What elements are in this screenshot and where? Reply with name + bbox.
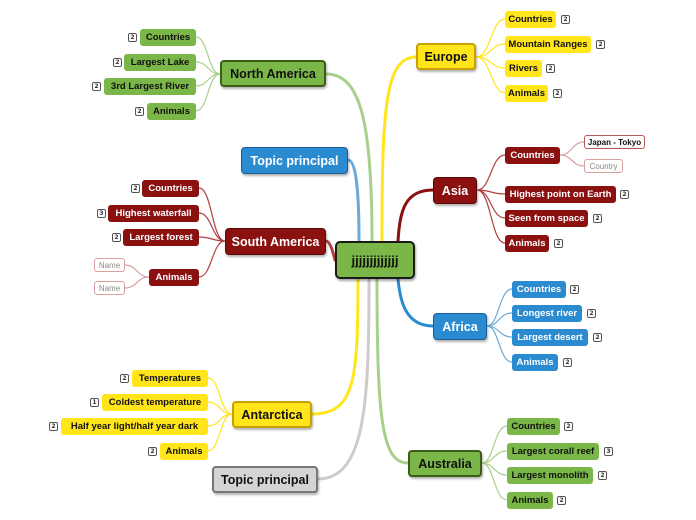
link-australia — [375, 277, 410, 465]
antarctica-temperatures[interactable]: Temperatures — [132, 370, 208, 387]
note-count-badge[interactable]: 2 — [620, 190, 629, 199]
link-antarctica — [310, 277, 360, 416]
note-count-badge[interactable]: 2 — [553, 89, 562, 98]
africa-longest-river[interactable]: Longest river — [512, 305, 582, 322]
europe-mountain-ranges[interactable]: Mountain Ranges — [505, 36, 591, 53]
topic-south-america[interactable]: South America — [225, 228, 326, 255]
africa-animals[interactable]: Animals — [512, 354, 558, 371]
note-count-badge[interactable]: 2 — [112, 233, 121, 242]
topic-asia[interactable]: Asia — [433, 177, 477, 204]
note-count-badge[interactable]: 2 — [131, 184, 140, 193]
asia-countries[interactable]: Countries — [505, 147, 560, 164]
europe-countries[interactable]: Countries — [505, 11, 556, 28]
europe-rivers[interactable]: Rivers — [505, 60, 542, 77]
north-america-largest-lake[interactable]: Largest Lake — [124, 54, 196, 71]
antarctica-animals[interactable]: Animals — [160, 443, 208, 460]
subs-antarctica — [207, 377, 233, 452]
subs-africa — [486, 288, 513, 363]
australia-largest-monolith[interactable]: Largest monolith — [507, 467, 593, 484]
link-europe — [380, 55, 418, 243]
note-count-badge[interactable]: 2 — [546, 64, 555, 73]
note-count-badge[interactable]: 2 — [598, 471, 607, 480]
asia-highest-point[interactable]: Highest point on Earth — [505, 186, 616, 203]
link-north-america — [324, 72, 374, 243]
link-africa — [396, 277, 435, 328]
note-count-badge[interactable]: 2 — [593, 214, 602, 223]
animal-name-placeholder[interactable]: Name — [94, 281, 125, 295]
south-america-animals[interactable]: Animals — [149, 269, 199, 286]
link-topic-blue — [346, 158, 361, 243]
note-count-badge[interactable]: 2 — [564, 422, 573, 431]
link-topic-gray — [316, 277, 371, 481]
link-asia — [396, 188, 435, 243]
topic-north-america[interactable]: North America — [220, 60, 326, 87]
note-count-badge[interactable]: 2 — [554, 239, 563, 248]
note-count-badge[interactable]: 2 — [557, 496, 566, 505]
note-count-badge[interactable]: 2 — [148, 447, 157, 456]
subs-europe — [475, 18, 506, 94]
subs-asia-countries — [559, 141, 585, 167]
asia-country-japan-tokyo[interactable]: Japan - Tokyo — [584, 135, 645, 149]
south-america-countries[interactable]: Countries — [142, 180, 199, 197]
north-america-countries[interactable]: Countries — [140, 29, 196, 46]
note-count-badge[interactable]: 2 — [92, 82, 101, 91]
central-topic[interactable]: jjjjjjjjjjjjj — [335, 241, 415, 279]
note-count-badge[interactable]: 2 — [135, 107, 144, 116]
note-count-badge[interactable]: 2 — [120, 374, 129, 383]
africa-largest-desert[interactable]: Largest desert — [512, 329, 588, 346]
north-america-third-largest-river[interactable]: 3rd Largest River — [104, 78, 196, 95]
note-count-badge[interactable]: 2 — [113, 58, 122, 67]
topic-antarctica[interactable]: Antarctica — [232, 401, 312, 428]
australia-animals[interactable]: Animals — [507, 492, 553, 509]
link-south-america — [324, 239, 337, 262]
subs-australia — [481, 425, 508, 501]
subs-south-america — [198, 187, 226, 278]
note-count-badge[interactable]: 2 — [561, 15, 570, 24]
note-count-badge[interactable]: 2 — [563, 358, 572, 367]
antarctica-coldest-temperature[interactable]: Coldest temperature — [102, 394, 208, 411]
topic-principal-gray[interactable]: Topic principal — [212, 466, 318, 493]
note-count-badge[interactable]: 2 — [49, 422, 58, 431]
north-america-animals[interactable]: Animals — [147, 103, 196, 120]
topic-europe[interactable]: Europe — [416, 43, 476, 70]
note-count-badge[interactable]: 2 — [596, 40, 605, 49]
subs-north-america — [195, 36, 221, 112]
note-count-badge[interactable]: 2 — [128, 33, 137, 42]
topic-africa[interactable]: Africa — [433, 313, 487, 340]
note-count-badge[interactable]: 2 — [593, 333, 602, 342]
europe-animals[interactable]: Animals — [505, 85, 548, 102]
subs-asia — [476, 154, 506, 244]
note-count-badge[interactable]: 1 — [90, 398, 99, 407]
asia-country-placeholder[interactable]: Country — [584, 159, 623, 173]
south-america-largest-forest[interactable]: Largest forest — [123, 229, 199, 246]
australia-largest-corall-reef[interactable]: Largest corall reef — [507, 443, 599, 460]
africa-countries[interactable]: Countries — [512, 281, 566, 298]
note-count-badge[interactable]: 2 — [587, 309, 596, 318]
note-count-badge[interactable]: 3 — [97, 209, 106, 218]
topic-australia[interactable]: Australia — [408, 450, 482, 477]
asia-seen-from-space[interactable]: Seen from space — [505, 210, 588, 227]
subs-south-america-animals — [124, 264, 150, 289]
south-america-highest-waterfall[interactable]: Highest waterfall — [108, 205, 199, 222]
australia-countries[interactable]: Countries — [507, 418, 560, 435]
note-count-badge[interactable]: 3 — [604, 447, 613, 456]
animal-name-placeholder[interactable]: Name — [94, 258, 125, 272]
topic-principal-blue[interactable]: Topic principal — [241, 147, 348, 174]
note-count-badge[interactable]: 2 — [570, 285, 579, 294]
asia-animals[interactable]: Animals — [505, 235, 549, 252]
antarctica-half-year-light[interactable]: Half year light/half year dark — [61, 418, 208, 435]
